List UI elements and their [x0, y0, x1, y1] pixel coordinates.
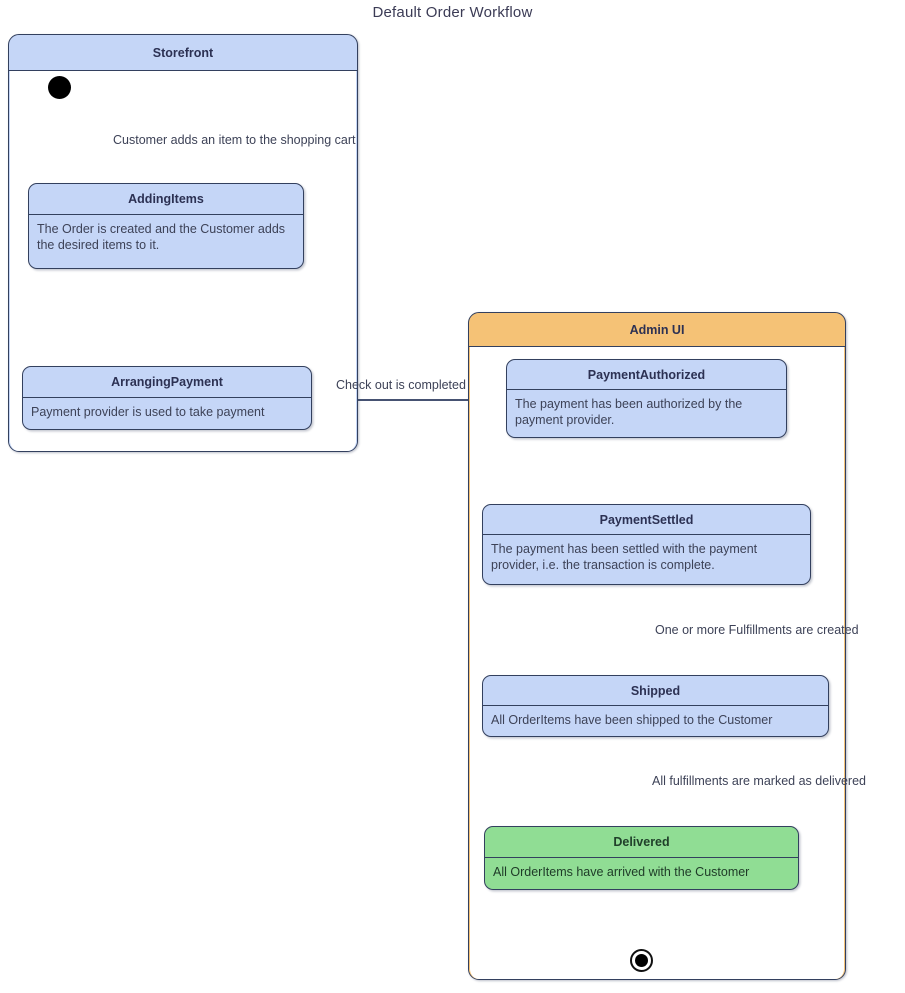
state-shipped-name: Shipped [483, 676, 828, 706]
region-admin-ui-label: Admin UI [469, 313, 845, 347]
region-storefront-label: Storefront [9, 35, 357, 71]
diagram-title: Default Order Workflow [372, 4, 533, 21]
state-delivered-name: Delivered [485, 827, 798, 858]
state-paymentauthorized-description: The payment has been authorized by the p… [515, 397, 743, 427]
state-arrangingpayment[interactable]: ArrangingPayment Payment provider is use… [22, 366, 312, 430]
state-paymentauthorized-name: PaymentAuthorized [507, 360, 786, 390]
edge-label-initial-to-addingitems: Customer adds an item to the shopping ca… [113, 133, 356, 147]
state-addingitems-name: AddingItems [29, 184, 303, 215]
state-paymentsettled-name: PaymentSettled [483, 505, 810, 535]
state-paymentsettled-description: The payment has been settled with the pa… [491, 542, 758, 572]
state-shipped-description: All OrderItems have been shipped to the … [491, 713, 773, 727]
final-state-dot [635, 954, 648, 967]
state-delivered-description: All OrderItems have arrived with the Cus… [493, 865, 750, 879]
edge-label-shipped-to-delivered: All fulfillments are marked as delivered [652, 774, 866, 788]
final-state-node[interactable] [630, 949, 653, 972]
state-paymentauthorized[interactable]: PaymentAuthorized The payment has been a… [506, 359, 787, 438]
state-paymentsettled[interactable]: PaymentSettled The payment has been sett… [482, 504, 811, 585]
state-arrangingpayment-name: ArrangingPayment [23, 367, 311, 398]
state-addingitems[interactable]: AddingItems The Order is created and the… [28, 183, 304, 269]
state-addingitems-description: The Order is created and the Customer ad… [37, 222, 286, 252]
edge-label-arrangingpayment-to-paymentauthorized: Check out is completed [336, 378, 466, 392]
state-arrangingpayment-description: Payment provider is used to take payment [31, 405, 265, 419]
edge-label-paymentsettled-to-shipped: One or more Fulfillments are created [655, 623, 859, 637]
initial-state-node[interactable] [48, 76, 71, 99]
state-shipped[interactable]: Shipped All OrderItems have been shipped… [482, 675, 829, 737]
state-delivered[interactable]: Delivered All OrderItems have arrived wi… [484, 826, 799, 890]
